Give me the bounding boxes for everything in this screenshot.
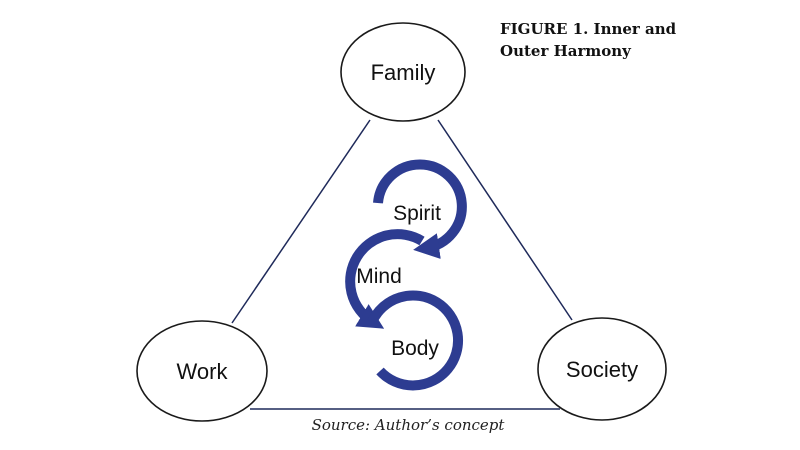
node-work: Work	[136, 320, 268, 422]
figure-title: FIGURE 1. Inner and Outer Harmony	[500, 20, 677, 60]
source-note: Source: Author’s concept	[311, 416, 505, 434]
spirit-arc	[373, 159, 467, 259]
inner-body-label: Body	[391, 337, 439, 360]
node-work-label: Work	[177, 359, 229, 384]
edge-family-society	[437, 119, 573, 321]
node-society-label: Society	[566, 357, 638, 382]
inner-spirit-label: Spirit	[393, 202, 441, 225]
body-arc	[367, 290, 464, 391]
node-family-label: Family	[371, 60, 436, 85]
edge-family-work	[231, 119, 371, 324]
mind-arc	[345, 229, 425, 329]
inner-mind-label: Mind	[356, 265, 402, 288]
node-society: Society	[537, 317, 667, 421]
node-family: Family	[340, 22, 466, 122]
